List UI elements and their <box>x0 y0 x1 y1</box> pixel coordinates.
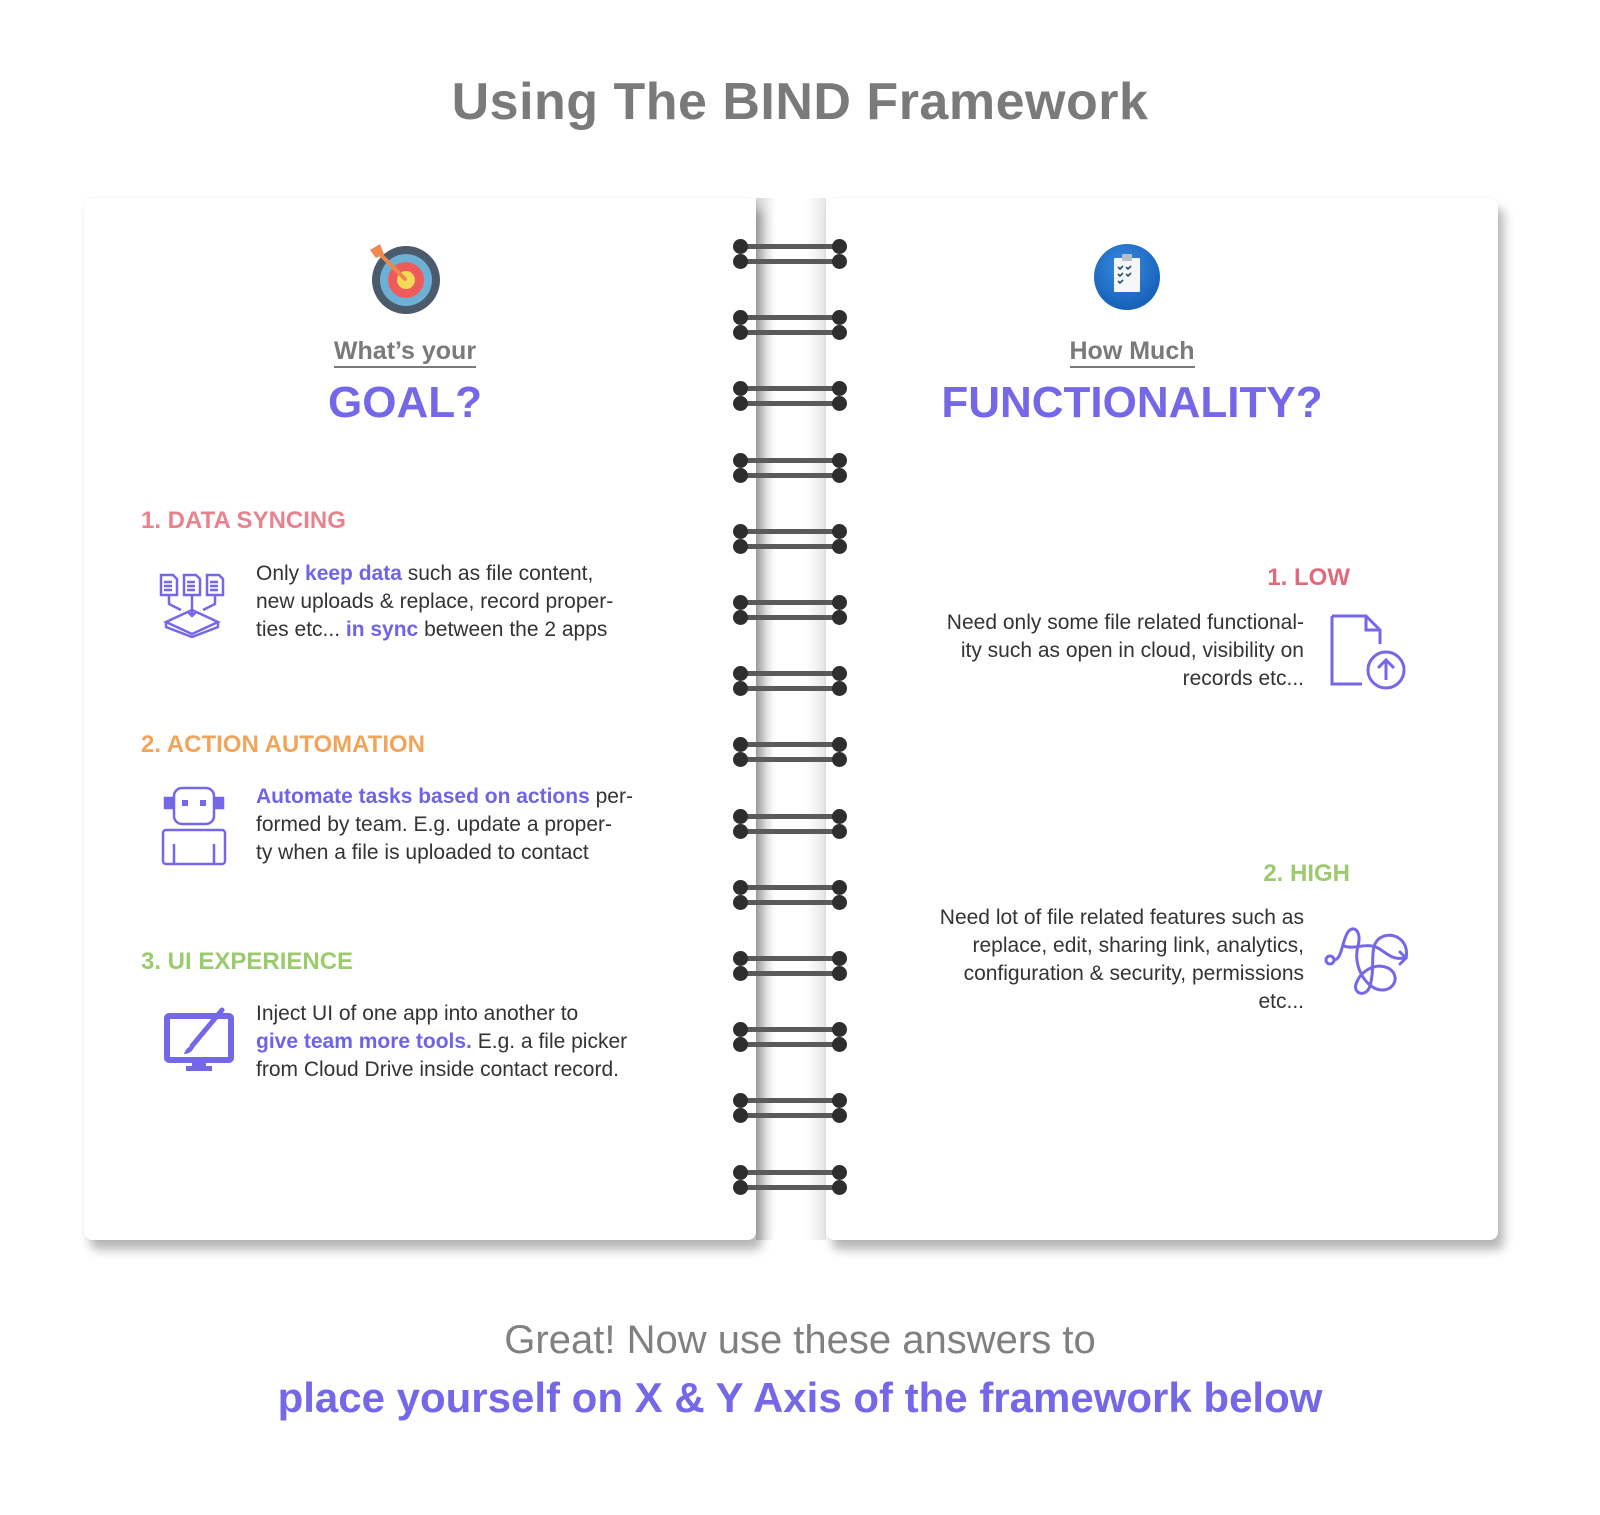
monitor-brush-icon <box>164 1007 234 1071</box>
section-body-data-syncing: Only keep data such as file content, new… <box>256 562 614 641</box>
spiral-ring <box>733 595 847 627</box>
clipboard-checklist-icon <box>1094 244 1160 310</box>
section-title-high: 2. HIGH <box>1263 860 1350 887</box>
spiral-ring <box>733 737 847 769</box>
data-sync-icon <box>159 573 225 638</box>
section-title-data-syncing: 1. DATA SYNCING <box>141 507 346 534</box>
section-title-ui-experience: 3. UI EXPERIENCE <box>141 948 354 975</box>
goal-question: GOAL? <box>328 378 482 427</box>
spiral-ring <box>733 239 847 271</box>
spiral-ring <box>733 809 847 841</box>
functionality-question: FUNCTIONALITY? <box>941 378 1323 427</box>
spine-shadow <box>806 198 826 1240</box>
spiral-ring <box>733 666 847 698</box>
functionality-question-prefix: How Much <box>982 337 1282 368</box>
section-body-high: Need lot of file related features such a… <box>939 906 1304 1013</box>
spine-shadow <box>756 198 776 1240</box>
goal-question-prefix: What’s your <box>255 337 555 368</box>
spiral-ring <box>733 381 847 413</box>
right-notebook-page <box>826 198 1498 1240</box>
spiral-ring <box>733 1022 847 1054</box>
spiral-ring <box>733 880 847 912</box>
file-upload-icon <box>1330 614 1406 690</box>
section-body-ui-experience: Inject UI of one app into another to giv… <box>256 1002 628 1081</box>
spiral-ring <box>733 1165 847 1197</box>
spiral-ring <box>733 1093 847 1125</box>
page-title: Using The BIND Framework <box>451 73 1149 131</box>
spiral-ring <box>733 524 847 556</box>
spiral-ring <box>733 310 847 342</box>
robot-icon <box>161 786 227 866</box>
target-icon <box>370 244 440 314</box>
spiral-ring <box>733 453 847 485</box>
tangled-path-icon <box>1324 927 1409 995</box>
footer-call-to-action: place yourself on X & Y Axis of the fram… <box>277 1374 1323 1421</box>
footer-prompt: Great! Now use these answers to <box>504 1318 1096 1362</box>
section-body-action-automation: Automate tasks based on actions per- for… <box>256 785 633 864</box>
section-title-action-automation: 2. ACTION AUTOMATION <box>141 731 425 758</box>
section-title-low: 1. LOW <box>1267 564 1350 591</box>
spiral-ring <box>733 951 847 983</box>
section-body-low: Need only some file related functional- … <box>946 611 1304 690</box>
